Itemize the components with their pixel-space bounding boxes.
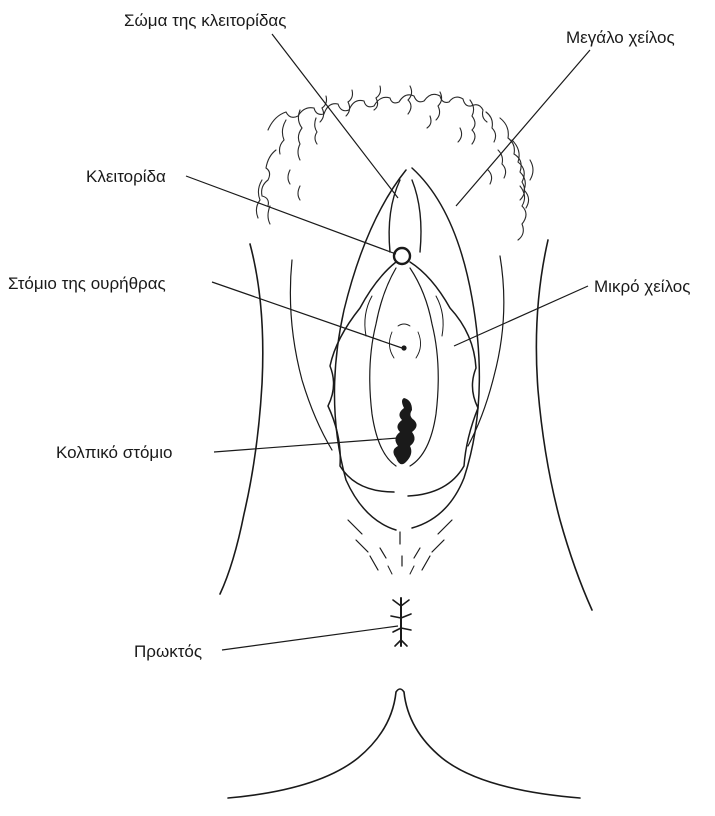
label-urethral-opening: Στόμιο της ουρήθρας bbox=[8, 274, 166, 293]
label-anus: Πρωκτός bbox=[134, 642, 202, 661]
label-labia-minora: Μικρό χείλος bbox=[594, 277, 690, 296]
label-clitoral-body: Σώμα της κλειτορίδας bbox=[124, 11, 286, 30]
vaginal-opening-shape bbox=[393, 398, 416, 464]
clitoral-hood bbox=[389, 180, 421, 252]
labia-majora-outline bbox=[290, 168, 503, 530]
leader-lines bbox=[186, 34, 590, 650]
anus-shape bbox=[391, 598, 411, 646]
urethral-opening bbox=[389, 324, 420, 358]
label-vaginal-opening: Κολπικό στόμιο bbox=[56, 443, 172, 462]
perineum-lines bbox=[348, 520, 452, 574]
gluteal-cleft bbox=[228, 689, 580, 798]
label-clitoris: Κλειτορίδα bbox=[86, 167, 166, 186]
pubic-hair bbox=[256, 86, 533, 240]
label-labia-majora: Μεγάλο χείλος bbox=[566, 28, 675, 47]
